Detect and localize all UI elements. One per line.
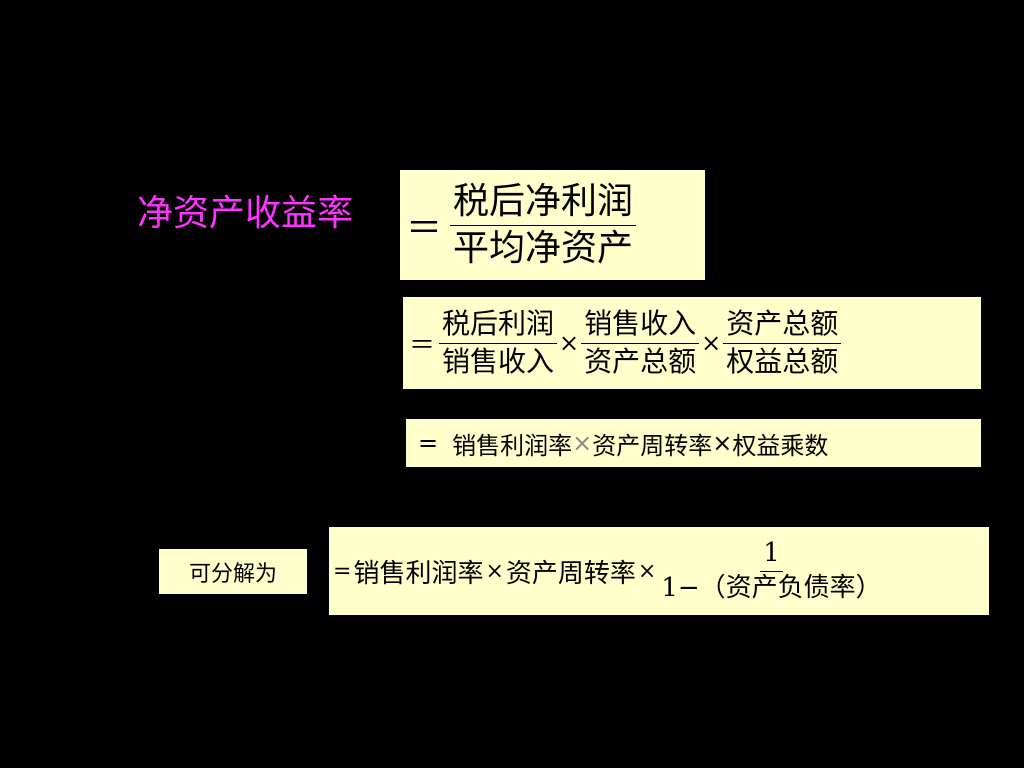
times-sign: ×	[572, 429, 593, 457]
fraction-numerator: 销售收入	[581, 308, 700, 344]
times-sign: ×	[712, 429, 733, 457]
formula-box-three-ratios: ＝ 税后利润 销售收入 × 销售收入 资产总额 × 资产总额 权益总额	[403, 297, 981, 389]
fraction-numerator: 资产总额	[723, 308, 842, 344]
fraction-numerator: 税后利润	[439, 308, 558, 344]
formula-box-roe-definition: ＝ 税后净利润 平均净资产	[400, 170, 705, 280]
term-asset-turnover: 资产周转率	[592, 431, 713, 460]
fraction-numerator: 1	[760, 538, 783, 572]
fraction-assets-over-equity: 资产总额 权益总额	[723, 308, 842, 378]
term-equity-multiplier: 权益乘数	[732, 431, 829, 460]
decompose-label: 可分解为	[159, 549, 307, 594]
equals-sign: =	[418, 429, 439, 457]
fraction-denominator: 平均净资产	[453, 227, 634, 269]
fraction-one-over-one-minus-debt-ratio: 1 1−（资产负债率）	[658, 538, 884, 604]
times-sign: ×	[559, 329, 580, 357]
fraction-denominator: 权益总额	[726, 344, 839, 378]
times-sign: ×	[701, 329, 722, 357]
fraction-sales-over-assets: 销售收入 资产总额	[581, 308, 700, 378]
equals-sign: ＝	[406, 208, 443, 249]
term-asset-turnover: 资产周转率	[505, 558, 636, 589]
formula-box-text-product: = 销售利润率 × 资产周转率 × 权益乘数	[406, 419, 981, 467]
equals-sign: =	[333, 558, 352, 584]
formula-box-debt-ratio: = 销售利润率 × 资产周转率 × 1 1−（资产负债率）	[329, 527, 989, 615]
fraction-denominator: 销售收入	[442, 344, 555, 378]
times-sign: ×	[637, 558, 657, 584]
roe-label: 净资产收益率	[137, 193, 354, 234]
times-sign: ×	[485, 558, 504, 584]
equals-sign: ＝	[409, 330, 436, 361]
fraction-denominator: 资产总额	[584, 344, 697, 378]
fraction-numerator: 税后净利润	[450, 181, 637, 226]
fraction-net-profit-over-net-assets: 税后净利润 平均净资产	[450, 181, 637, 269]
fraction-profit-over-sales: 税后利润 销售收入	[439, 308, 558, 378]
term-net-profit-margin: 销售利润率	[353, 558, 484, 589]
fraction-denominator: 1−（资产负债率）	[661, 572, 882, 603]
term-net-profit-margin: 销售利润率	[452, 431, 573, 460]
